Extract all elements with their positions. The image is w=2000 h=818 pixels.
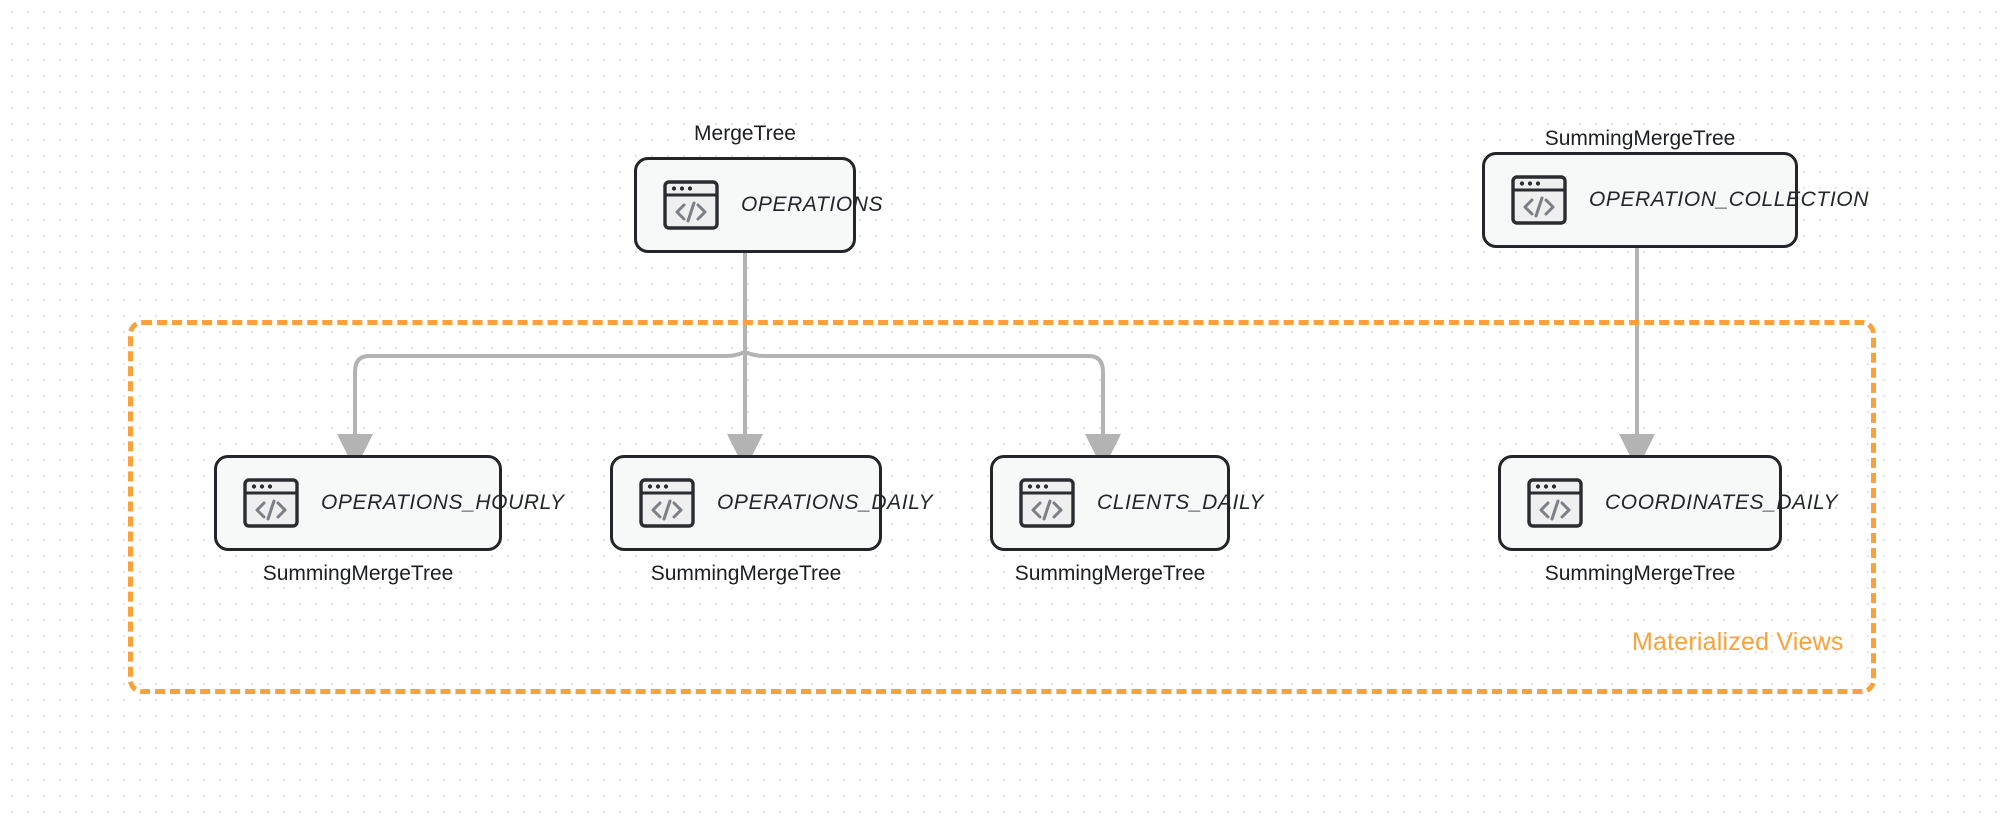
node-title: OPERATIONS_HOURLY bbox=[321, 491, 565, 514]
engine-label-operations-daily: SummingMergeTree bbox=[650, 562, 842, 585]
code-window-icon bbox=[1527, 478, 1583, 528]
node-coordinates-daily[interactable]: COORDINATES_DAILY bbox=[1498, 455, 1838, 551]
node-clients-daily[interactable]: CLIENTS_DAILY bbox=[990, 455, 1263, 551]
engine-label-operation-collection: SummingMergeTree bbox=[1544, 127, 1736, 150]
code-window-icon bbox=[1511, 175, 1567, 225]
materialized-views-label: Materialized Views bbox=[1632, 628, 1844, 656]
engine-label-clients-daily: SummingMergeTree bbox=[1014, 562, 1206, 585]
node-title: OPERATIONS bbox=[741, 193, 884, 216]
code-window-icon bbox=[1019, 478, 1075, 528]
node-operations[interactable]: OPERATIONS bbox=[634, 157, 883, 253]
engine-label-operations: MergeTree bbox=[694, 122, 796, 145]
node-title: COORDINATES_DAILY bbox=[1605, 491, 1839, 514]
node-operation-collection[interactable]: OPERATION_COLLECTION bbox=[1482, 152, 1868, 248]
code-window-icon bbox=[639, 478, 695, 528]
engine-label-operations-hourly: SummingMergeTree bbox=[262, 562, 454, 585]
node-operations-hourly[interactable]: OPERATIONS_HOURLY bbox=[214, 455, 564, 551]
code-window-icon bbox=[663, 180, 719, 230]
node-title: OPERATIONS_DAILY bbox=[717, 491, 934, 514]
code-window-icon bbox=[243, 478, 299, 528]
materialized-views-group bbox=[128, 320, 1876, 694]
node-title: OPERATION_COLLECTION bbox=[1589, 188, 1869, 211]
node-operations-daily[interactable]: OPERATIONS_DAILY bbox=[610, 455, 933, 551]
node-title: CLIENTS_DAILY bbox=[1097, 491, 1264, 514]
engine-label-coordinates-daily: SummingMergeTree bbox=[1544, 562, 1736, 585]
